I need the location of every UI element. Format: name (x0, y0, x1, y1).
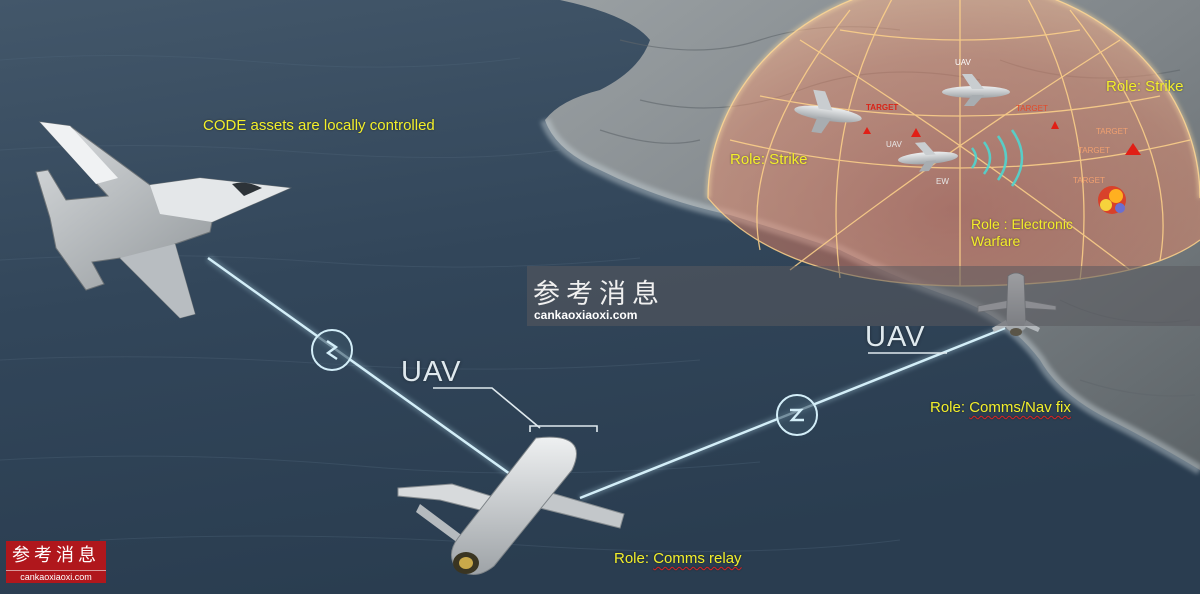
target-triangle-icon (1051, 121, 1059, 129)
datalink-node-icon (776, 394, 818, 436)
uav-label-right: UAV (865, 321, 926, 353)
dome-uav-label: UAV (886, 140, 902, 149)
watermark-chinese: 参考消息 (533, 279, 665, 310)
logo-chinese: 参考消息 (6, 541, 106, 570)
uav-callout-left (433, 387, 598, 432)
strike-uav-icon (794, 89, 862, 134)
role-nav-prefix: Role: (930, 399, 970, 416)
role-strike-left: Role: Strike (730, 151, 808, 168)
role-ew-line2: Warfare (971, 233, 1021, 249)
logo-url: cankaoxiaoxi.com (6, 570, 106, 583)
dome-target-label: TARGET (1016, 104, 1048, 113)
radio-waves-icon (970, 129, 1024, 187)
role-relay-prefix: Role: (614, 550, 654, 567)
dome-uav-label: UAV (955, 58, 971, 67)
publisher-logo: 参考消息 cankaoxiaoxi.com (6, 541, 106, 588)
coverage-dome (706, 0, 1200, 287)
role-comms-nav-fix: Role: Comms/Nav fix (930, 399, 1071, 416)
uav-label-left: UAV (401, 356, 462, 388)
datalink-node-icon (311, 329, 353, 371)
role-strike-right: Role: Strike (1106, 78, 1184, 95)
dome-rim-glow (706, 0, 1200, 199)
watermark-url: cankaoxiaoxi.com (534, 308, 638, 322)
target-triangle-icon (911, 128, 921, 137)
link-fighter-to-relay-core (207, 256, 511, 476)
manned-fighter-jet-icon (35, 121, 292, 319)
role-nav-value: Comms/Nav fix (969, 399, 1071, 416)
target-triangle-icon (863, 127, 871, 134)
dome-target-label: TARGET (1073, 176, 1105, 185)
dome-target-label: TARGET (866, 103, 899, 112)
role-comms-relay: Role: Comms relay (614, 550, 742, 567)
relay-uav-icon (397, 436, 625, 575)
dome-ew-label: EW (936, 177, 949, 186)
strike-uav-icon (942, 74, 1010, 106)
explosion-icon (1098, 186, 1126, 214)
role-relay-value: Comms relay (653, 550, 742, 567)
dome-surface (708, 0, 1200, 286)
ew-uav-icon (898, 142, 958, 172)
dome-target-label: TARGET (1096, 127, 1128, 136)
dome-target-label: TARGET (1078, 146, 1110, 155)
role-ew-line1: Role : Electronic (971, 216, 1073, 232)
target-triangle-icon (1125, 143, 1141, 155)
role-electronic-warfare: Role : Electronic Warfare (971, 216, 1073, 250)
code-assets-caption: CODE assets are locally controlled (203, 117, 435, 134)
watermark-band (527, 266, 1200, 326)
